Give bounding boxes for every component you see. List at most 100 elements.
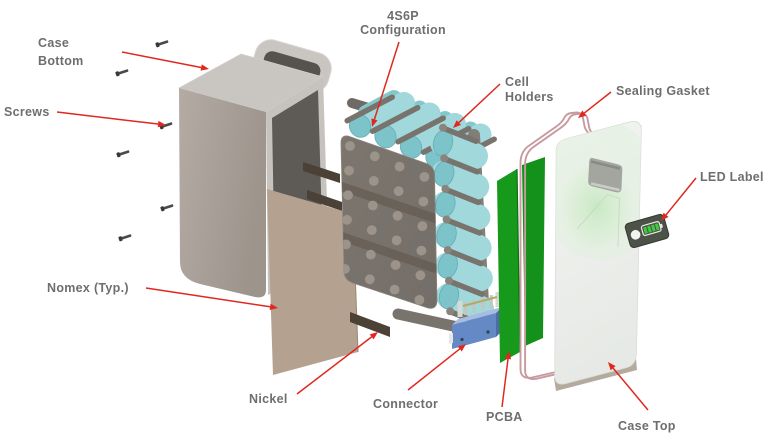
callout-arrow-line xyxy=(56,111,159,125)
label-nickel: Nickel xyxy=(249,392,288,406)
callout-arrow-line xyxy=(583,91,612,114)
pcba-board xyxy=(497,169,520,363)
cell-end-circle xyxy=(344,165,354,176)
label-line: Configuration xyxy=(360,23,446,37)
connector-pins xyxy=(464,295,493,315)
callout-arrow-head xyxy=(578,110,587,118)
callout-led-label: LED Label xyxy=(661,170,764,221)
callout-arrow-line xyxy=(296,336,373,395)
connector-hole xyxy=(486,330,490,334)
cell-end-circle xyxy=(414,295,425,305)
label-line: Case xyxy=(38,36,69,50)
label-led-label: LED Label xyxy=(700,170,764,184)
cell-end-circle xyxy=(416,245,427,256)
callout-arrow-line xyxy=(121,51,202,69)
screw-shaft xyxy=(162,204,174,210)
holder-web xyxy=(444,247,484,267)
screw-shaft xyxy=(118,150,130,156)
callout-arrow-head xyxy=(200,64,209,71)
cell-end-circle xyxy=(391,235,402,246)
holder-tab xyxy=(442,215,451,224)
led-label-button xyxy=(630,229,641,240)
holder-web xyxy=(445,277,485,297)
nickel-strips-upper xyxy=(303,162,342,211)
callout-arrow-line xyxy=(373,41,400,120)
connector-crossbar xyxy=(462,296,498,307)
callout-arrow-head xyxy=(608,362,616,371)
cell-end-circle xyxy=(342,214,352,225)
screw-head xyxy=(155,42,160,48)
callout-nomex: Nomex (Typ.) xyxy=(47,281,278,310)
screws-group xyxy=(115,40,174,242)
callout-arrow-head xyxy=(157,120,166,128)
holder-web xyxy=(441,186,482,206)
callout-pcba: PCBA xyxy=(486,351,523,424)
pcba-board xyxy=(522,157,545,346)
nickel-band xyxy=(340,231,437,274)
holder-web xyxy=(344,94,395,124)
cell-end-circle xyxy=(390,260,401,270)
label-connector: Connector xyxy=(373,397,438,411)
pcba-part xyxy=(497,157,545,363)
case-top-handle-shadow xyxy=(590,160,621,170)
screw xyxy=(160,204,174,212)
label-line: LED Label xyxy=(700,170,764,184)
callout-arrow-head xyxy=(371,118,378,127)
case-top-handle-highlight xyxy=(590,182,620,192)
cell-end-circle xyxy=(343,190,353,201)
holder-tab xyxy=(441,184,450,193)
callout-arrow-line xyxy=(458,83,501,124)
connector-part xyxy=(449,292,502,349)
cell-end-circle xyxy=(419,172,430,182)
label-line: Cell xyxy=(505,75,529,89)
callout-arrow-head xyxy=(369,332,378,340)
label-line: PCBA xyxy=(486,410,523,424)
battery-pack-part xyxy=(340,90,497,337)
holder-tab xyxy=(445,276,453,285)
led-bars xyxy=(643,223,660,234)
label-line: Nickel xyxy=(249,392,288,406)
case-top-seam xyxy=(576,193,621,248)
led-bar xyxy=(643,226,648,234)
callout-arrow-head xyxy=(453,120,462,128)
cell-end-circle xyxy=(389,284,400,295)
pcba-board-edge xyxy=(516,168,521,353)
label-pcba: PCBA xyxy=(486,410,523,424)
nickel-band xyxy=(340,181,437,224)
label-screws: Screws xyxy=(4,105,50,119)
holder-web xyxy=(395,115,446,145)
callout-arrow-line xyxy=(612,367,649,411)
led-label-part xyxy=(624,213,670,249)
battery-icon-nub xyxy=(660,223,663,228)
cell-end-circle xyxy=(341,239,351,250)
label-line: Bottom xyxy=(38,54,84,68)
holder-web xyxy=(439,124,479,144)
holder-tab xyxy=(439,123,447,132)
screw-head xyxy=(115,71,120,77)
nickel-strip xyxy=(307,190,342,211)
battery-icon-outline xyxy=(640,221,662,237)
cell-end-circle xyxy=(364,274,375,285)
holder-tab xyxy=(440,154,449,163)
screw-head xyxy=(160,206,165,212)
cell-end-circle xyxy=(345,141,355,151)
holder-tab xyxy=(443,246,452,255)
screw xyxy=(155,40,169,48)
holder-web xyxy=(440,155,480,175)
nickel-strip xyxy=(303,162,340,183)
callout-arrow-line xyxy=(145,287,271,308)
cell-end-circle xyxy=(365,249,376,260)
screw-shaft xyxy=(157,40,169,46)
callout-sealing-gasket: Sealing Gasket xyxy=(578,84,710,118)
cell-end-circle xyxy=(367,200,378,211)
screw-shaft xyxy=(120,234,132,240)
screw-head xyxy=(118,236,123,242)
nickel-strip xyxy=(350,312,390,337)
